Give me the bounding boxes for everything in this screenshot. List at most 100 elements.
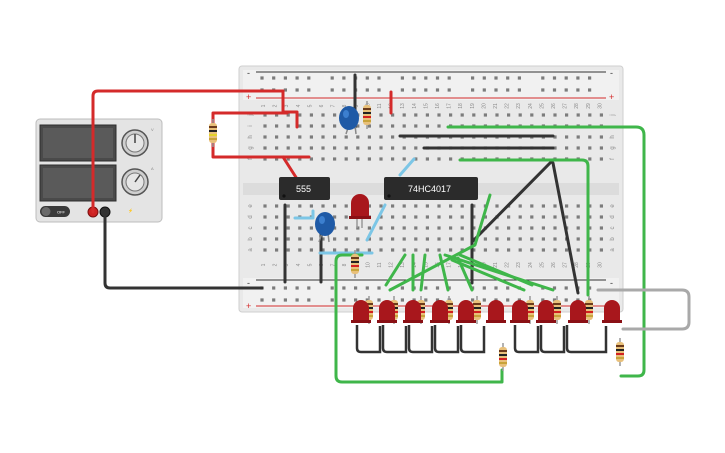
capacitor-top[interactable]	[339, 106, 359, 135]
rail-minus-label-top-right: -	[610, 68, 613, 78]
column-number: 8	[342, 104, 348, 107]
column-number: 14	[412, 103, 418, 109]
led-output-7[interactable]	[510, 300, 530, 323]
column-number: 7	[331, 263, 337, 266]
power-switch[interactable]: OFF	[40, 206, 70, 217]
wire-green-o5	[438, 253, 450, 292]
column-number: 4	[296, 104, 302, 107]
column-number: 20	[481, 103, 487, 109]
column-number: 13	[400, 103, 406, 109]
row-letter: d	[610, 215, 616, 218]
column-number: 24	[528, 262, 534, 268]
column-number: 19	[470, 103, 476, 109]
row-letter: h	[248, 135, 254, 138]
column-number: 3	[284, 104, 290, 107]
led-output-3[interactable]	[403, 300, 423, 323]
column-number: 12	[389, 262, 395, 268]
wire-black-diag-a	[470, 158, 555, 244]
wire-red-supply	[91, 89, 285, 214]
wire-green-loop	[446, 125, 646, 378]
resistor-timing-b[interactable]	[363, 101, 371, 129]
wire-blue-clk-a	[293, 209, 315, 220]
resistor-output-mid[interactable]	[499, 343, 507, 371]
column-number: 9	[354, 104, 360, 107]
wire-green-o7	[450, 258, 526, 292]
column-number: 14	[412, 262, 418, 268]
resistor-output-7[interactable]	[553, 296, 561, 324]
column-number: 21	[493, 103, 499, 109]
wire-blue-clk-c	[365, 203, 387, 242]
rail-plus-label-bottom: +	[246, 301, 251, 311]
led-ground-loops	[355, 325, 608, 354]
rail-minus-label-top: -	[247, 68, 250, 78]
wire-green-o9	[458, 253, 534, 287]
rail-minus-label-bottom: -	[247, 278, 250, 288]
column-number: 23	[516, 103, 522, 109]
row-letter: c	[248, 227, 254, 230]
led-board[interactable]	[349, 194, 371, 228]
row-letter: g	[248, 146, 254, 149]
column-number: 5	[307, 104, 313, 107]
row-letter: f	[610, 158, 616, 160]
voltage-knob[interactable]	[121, 129, 149, 157]
chip-74hc4017[interactable]: 74HC4017	[384, 177, 478, 200]
column-number: 2	[273, 104, 279, 107]
led-output-4[interactable]	[430, 300, 450, 323]
led-output-1[interactable]	[351, 300, 371, 323]
led-output-10[interactable]	[602, 300, 622, 323]
column-number: 27	[563, 103, 569, 109]
column-number: 6	[319, 104, 325, 107]
wire-grey-return	[596, 288, 691, 331]
column-number: 4	[296, 263, 302, 266]
resistor-led[interactable]	[351, 250, 359, 278]
rail-plus-label-top: +	[246, 92, 251, 102]
column-number: 11	[377, 262, 383, 267]
led-output-2[interactable]	[377, 300, 397, 323]
rail-plus-label-top-right: +	[609, 92, 614, 102]
column-number: 28	[574, 103, 580, 109]
resistor-output-8[interactable]	[585, 296, 593, 324]
column-number: 15	[423, 262, 429, 268]
row-letter: b	[248, 237, 254, 241]
wire-green-o4	[419, 253, 427, 292]
voltage-knob-label: V	[151, 127, 154, 132]
wire-black-diag-b	[551, 161, 580, 295]
row-letter: a	[248, 248, 254, 252]
row-letter: c	[610, 227, 616, 230]
column-number: 13	[400, 262, 406, 268]
column-number: 27	[563, 262, 569, 268]
current-knob[interactable]	[121, 168, 149, 196]
wires[interactable]	[91, 73, 691, 384]
row-letter: f	[248, 158, 254, 160]
resistor-output-5[interactable]	[473, 296, 481, 324]
leds[interactable]	[351, 300, 622, 323]
wire-red-vcc-a	[281, 89, 299, 129]
power-supply[interactable]: V A OFF ⚡	[35, 118, 163, 223]
led-output-6[interactable]	[486, 300, 506, 323]
resistor-timing-a[interactable]	[209, 119, 217, 147]
column-number: 29	[586, 103, 592, 109]
row-letter: e	[248, 204, 254, 208]
row-letter: j	[248, 114, 254, 116]
led-output-8[interactable]	[536, 300, 556, 323]
column-number: 7	[331, 104, 337, 107]
column-number: 22	[505, 262, 511, 268]
column-number: 16	[435, 103, 441, 109]
resistor-output-end[interactable]	[616, 338, 624, 366]
column-number: 8	[342, 263, 348, 266]
chip-74hc4017-label: 74HC4017	[408, 184, 451, 194]
chip-555[interactable]: 555	[279, 177, 330, 200]
column-number: 10	[365, 262, 371, 268]
capacitor-bottom[interactable]	[315, 212, 335, 243]
column-number: 30	[597, 262, 603, 268]
led-output-5[interactable]	[456, 300, 476, 323]
wire-green-right	[458, 158, 590, 297]
wire-blue-clk-d	[398, 157, 416, 177]
column-number: 26	[551, 103, 557, 109]
wire-green-o1	[388, 193, 492, 292]
row-letter: d	[248, 215, 254, 218]
current-knob-label: A	[151, 166, 154, 171]
led-output-9[interactable]	[568, 300, 588, 323]
wire-black-supply	[103, 210, 264, 290]
